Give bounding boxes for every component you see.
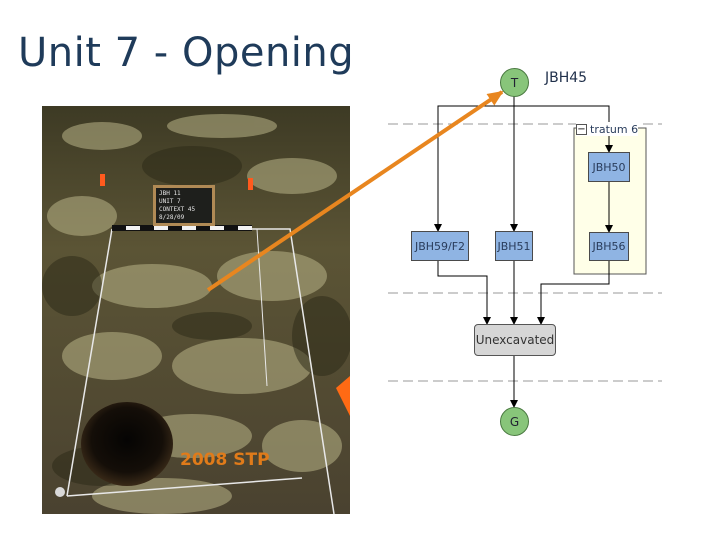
node-jbh56[interactable]: JBH56 — [589, 232, 629, 261]
slide-title: Unit 7 - Opening — [18, 30, 355, 76]
node-unexcavated[interactable]: Unexcavated — [474, 324, 556, 356]
node-jbh59[interactable]: JBH59/F2 — [411, 231, 469, 261]
pointer-arrow — [206, 90, 504, 292]
node-jbh51[interactable]: JBH51 — [495, 231, 533, 261]
chalkboard-sign: JBH 11 UNIT 7 CONTEXT 45 8/28/09 — [153, 185, 215, 226]
node-jbh56-label: JBH56 — [592, 240, 626, 253]
collapse-toggle-button[interactable]: − — [576, 123, 587, 135]
top-context-label: JBH45 — [545, 70, 588, 86]
stratum-group-label: tratum 6 — [590, 122, 639, 136]
node-top[interactable]: T — [500, 68, 529, 97]
stratum-group-header: − tratum 6 — [576, 122, 639, 136]
node-jbh50[interactable]: JBH50 — [588, 152, 630, 182]
node-jbh50-label: JBH50 — [592, 160, 626, 174]
chalkboard-line: UNIT 7 — [159, 198, 181, 205]
chalkboard-line: JBH 11 — [159, 190, 181, 197]
node-jbh51-label: JBH51 — [497, 239, 531, 253]
node-bottom[interactable]: G — [500, 407, 529, 436]
node-top-label: T — [510, 75, 519, 90]
node-jbh59-label: JBH59/F2 — [414, 239, 466, 253]
node-unexcavated-label: Unexcavated — [475, 333, 555, 347]
excavation-photo — [42, 106, 350, 514]
chalkboard-line: CONTEXT 45 — [159, 206, 196, 213]
node-bottom-label: G — [509, 414, 520, 429]
chalkboard-line: 8/28/09 — [159, 214, 185, 221]
stp-label: 2008 STP — [180, 450, 270, 470]
